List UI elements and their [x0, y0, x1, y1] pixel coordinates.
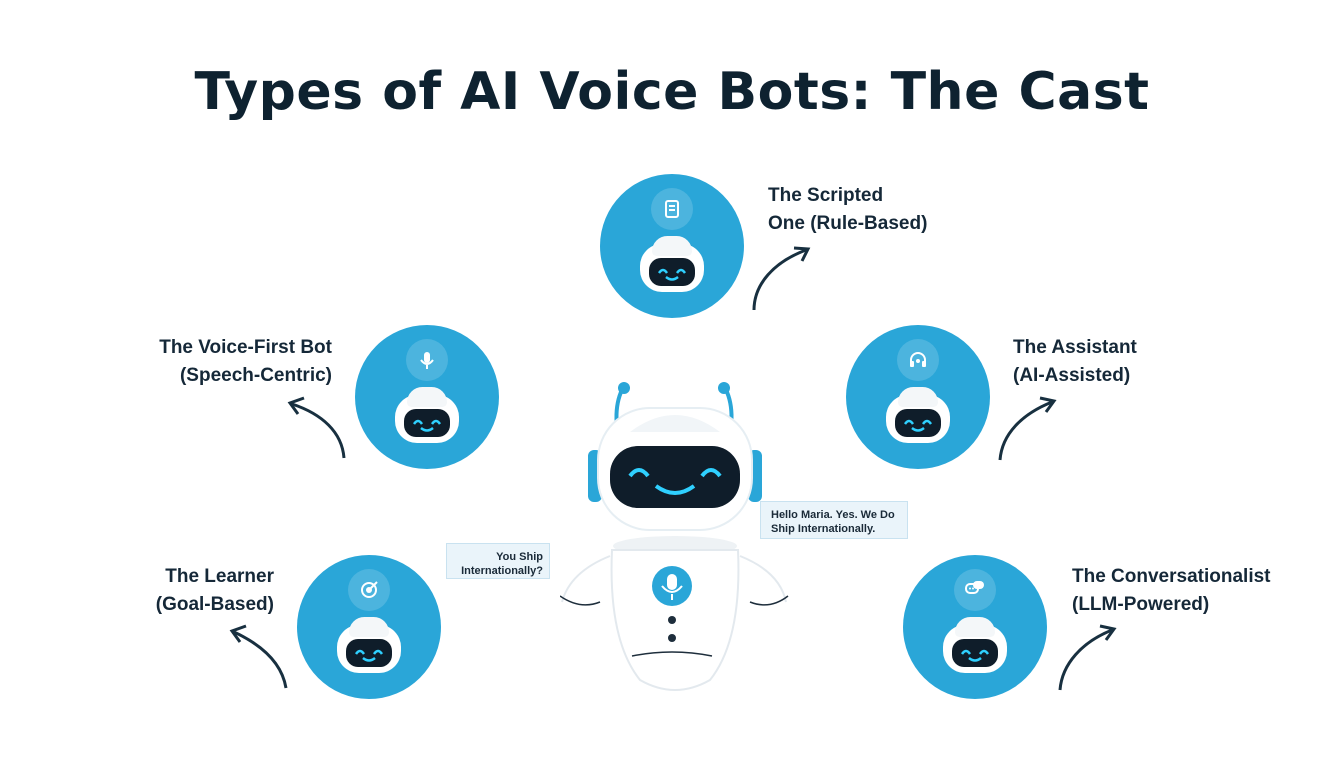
arrow-learner	[229, 624, 288, 689]
label-assistant: The Assistant (AI-Assisted)	[1013, 337, 1137, 386]
arrow-assistant	[998, 396, 1057, 461]
node-voice-first	[355, 325, 499, 469]
central-robot	[559, 380, 790, 710]
label-voice-first: The Voice-First Bot (Speech-Centric)	[159, 337, 332, 386]
node-learner	[297, 555, 441, 699]
label-scripted: The Scripted One (Rule-Based)	[768, 185, 928, 234]
page-title: Types of AI Voice Bots: The Cast	[194, 62, 1150, 122]
speech-bubble-answer: Hello Maria. Yes. We Do Ship Internation…	[760, 501, 908, 539]
arrow-voice-first	[287, 396, 346, 459]
target-icon	[348, 569, 390, 611]
node-assistant	[846, 325, 990, 469]
arrow-conversationalist	[1058, 624, 1117, 691]
bot-avatar	[886, 387, 950, 447]
speech-bubble-question: You Ship Internationally?	[446, 543, 550, 579]
bot-avatar	[395, 387, 459, 447]
label-conversationalist: The Conversationalist (LLM-Powered)	[1072, 566, 1271, 615]
bot-avatar	[337, 617, 401, 677]
microphone-icon	[406, 339, 448, 381]
bot-avatar	[943, 617, 1007, 677]
headset-icon	[897, 339, 939, 381]
chat-icon	[954, 569, 996, 611]
bot-avatar	[640, 236, 704, 296]
node-conversationalist	[903, 555, 1047, 699]
arrow-scripted	[752, 246, 811, 311]
label-learner: The Learner (Goal-Based)	[155, 566, 274, 615]
document-icon	[651, 188, 693, 230]
node-scripted	[600, 174, 744, 318]
